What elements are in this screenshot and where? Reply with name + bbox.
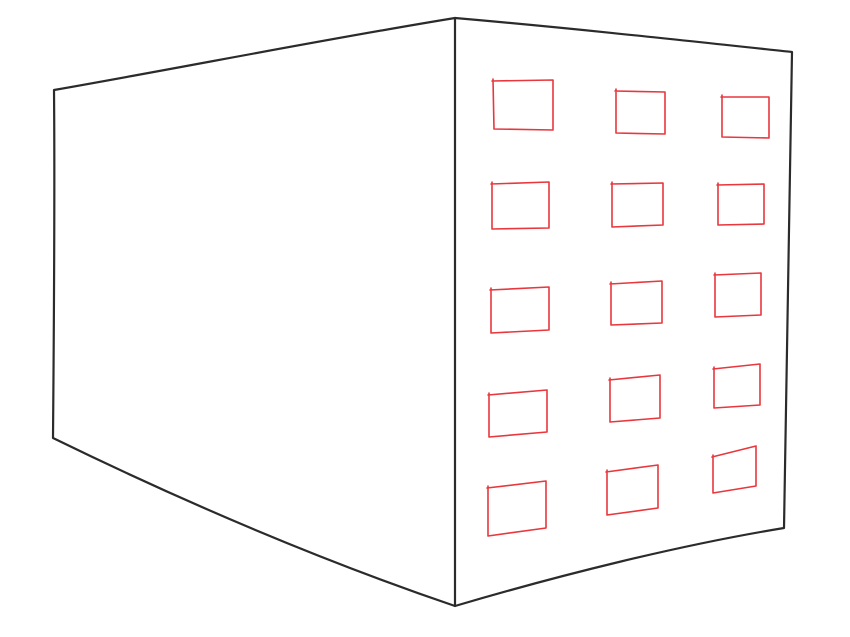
window-r5-c1 (486, 480, 547, 537)
window-r4-c2 (608, 374, 661, 423)
window-r4-c3 (712, 363, 761, 409)
window-r3-c3 (713, 272, 762, 318)
front-wall (453, 16, 794, 608)
window-r2-c3 (716, 182, 765, 226)
window-grid (486, 78, 770, 537)
window-r1-c3 (720, 94, 770, 139)
window-r5-c3 (711, 445, 757, 494)
window-r1-c1 (491, 78, 554, 131)
window-r1-c2 (614, 88, 666, 135)
window-r4-c1 (487, 389, 548, 438)
window-r2-c1 (490, 181, 550, 230)
left-wall (51, 16, 457, 608)
window-r2-c2 (610, 181, 664, 228)
window-r5-c2 (605, 464, 659, 516)
window-r3-c1 (489, 286, 550, 334)
window-r3-c2 (609, 280, 663, 326)
